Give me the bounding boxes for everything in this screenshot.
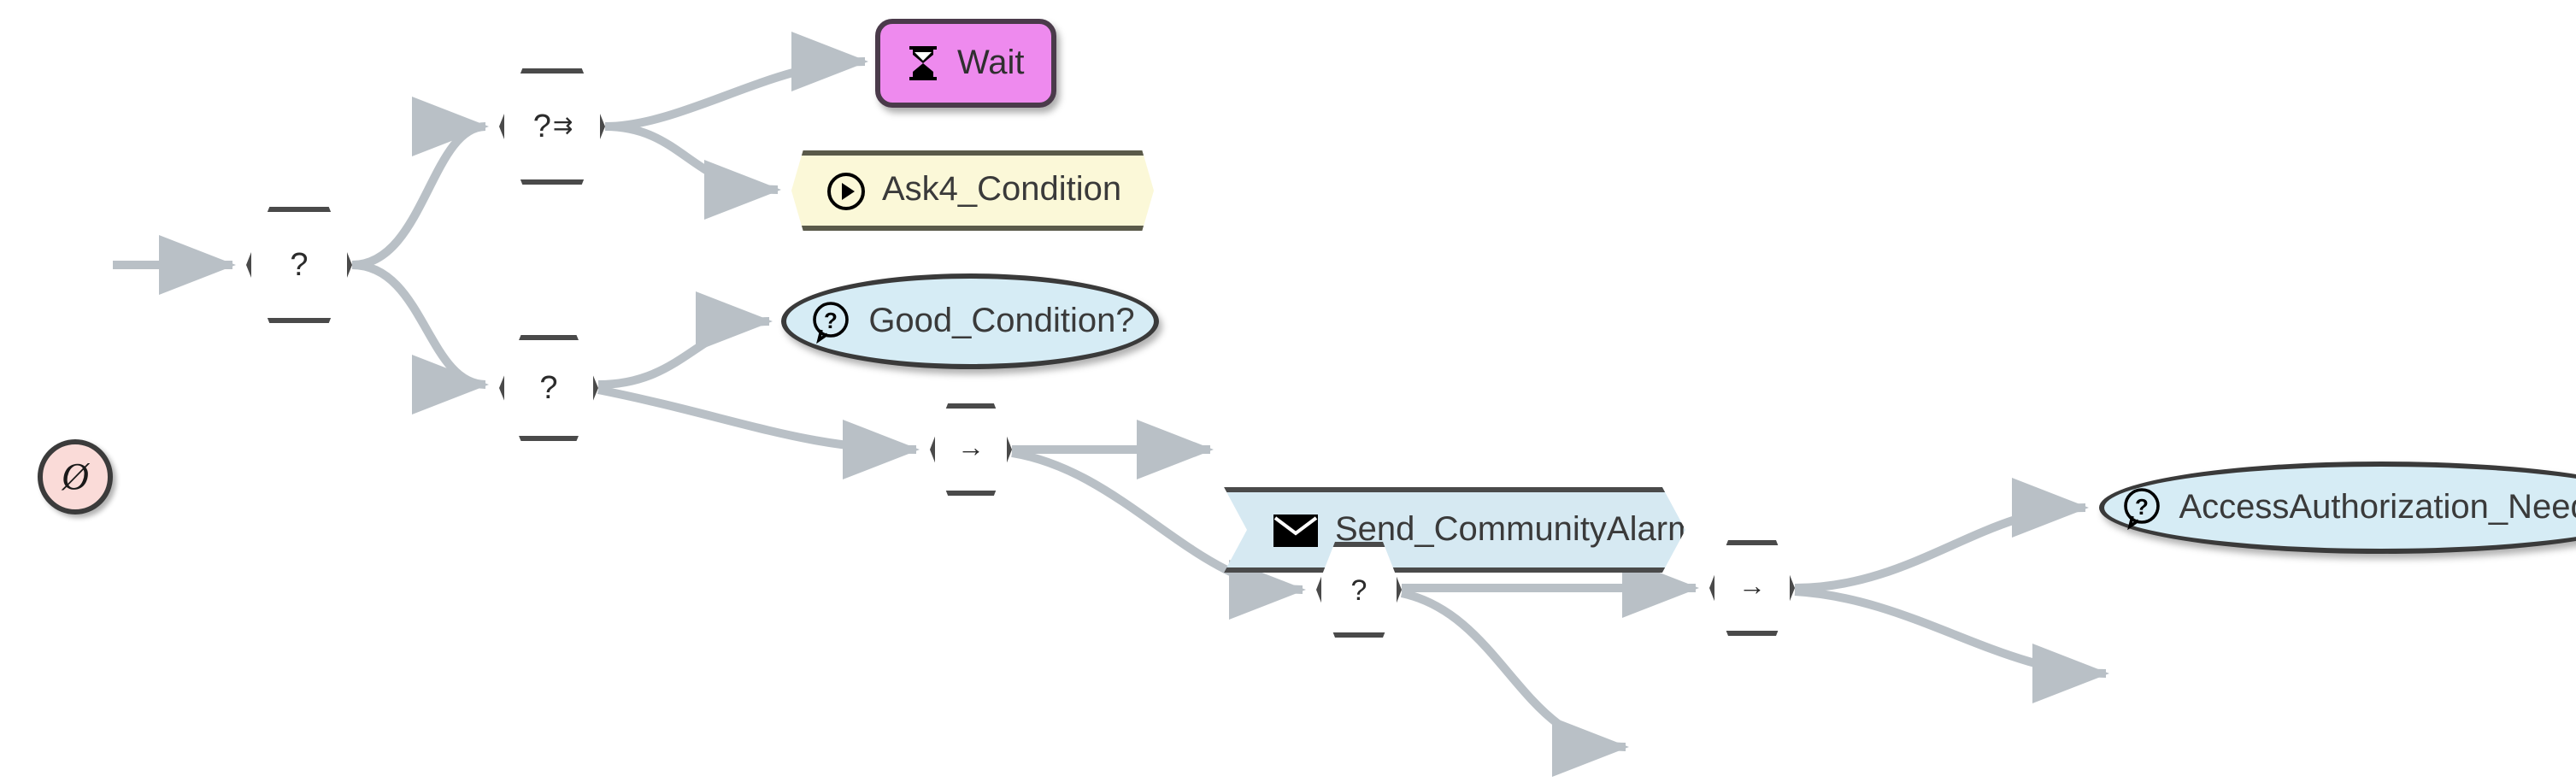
node-good-condition[interactable]: ? Good_Condition? [781, 273, 1159, 369]
arrow-right-icon: → [1738, 573, 1766, 602]
node-good-condition-label: Good_Condition? [868, 302, 1135, 339]
edge-parallel-to-wait [604, 32, 868, 131]
edge-mid-to-seq1 [597, 385, 920, 479]
hourglass-icon [904, 43, 942, 84]
svg-text:?: ? [2135, 494, 2149, 520]
edge-parallel-to-ask4 [604, 122, 781, 220]
node-access-authorization-needed-label: AccessAuthorization_Needed? [2179, 488, 2576, 526]
node-wait-label: Wait [957, 44, 1025, 81]
node-parallel-fallback[interactable]: ? ⇉ [499, 68, 605, 185]
question-parallel-icon: ? ⇉ [532, 109, 573, 144]
node-start[interactable]: Ø [38, 439, 113, 514]
node-mid-fallback[interactable]: ? [499, 335, 598, 441]
edge-root-to-parallel [351, 97, 489, 269]
edge-seq2-to-accessauth [1794, 478, 2089, 592]
node-wait[interactable]: Wait [875, 19, 1056, 108]
node-low-fallback[interactable]: ? [1316, 542, 1402, 638]
svg-text:?: ? [824, 308, 838, 333]
edge-root-to-mid [351, 261, 489, 415]
node-send-community-alarm-label: Send_CommunityAlarm [1335, 510, 1697, 548]
question-mark-icon: ? [1350, 573, 1367, 606]
question-mark-icon: ? [290, 247, 309, 283]
double-arrow-icon: ⇉ [552, 111, 573, 139]
question-circle-icon: ? [809, 299, 853, 344]
node-access-authorization-needed[interactable]: ? AccessAuthorization_Needed? [2099, 462, 2576, 554]
question-circle-icon: ? [2120, 485, 2164, 530]
node-ask4-condition-label: Ask4_Condition [882, 171, 1122, 209]
edge-seq2-to-changeauth [1794, 587, 2109, 703]
play-circle-icon [826, 170, 867, 211]
node-sequence-1[interactable]: → [930, 403, 1012, 496]
question-mark-icon: ? [539, 370, 558, 406]
empty-set-icon: Ø [62, 455, 89, 497]
node-ask4-condition[interactable]: Ask4_Condition [791, 150, 1154, 231]
edge-mid-to-goodcondition [597, 291, 773, 389]
envelope-icon [1272, 512, 1320, 548]
node-sequence-2[interactable]: → [1709, 540, 1795, 636]
node-send-community-alarm[interactable]: Send_CommunityAlarm [1224, 487, 1685, 573]
edge-lowfallback-to-success [1400, 589, 1629, 777]
arrow-right-icon: → [957, 434, 985, 463]
node-root-fallback[interactable]: ? [246, 207, 352, 323]
